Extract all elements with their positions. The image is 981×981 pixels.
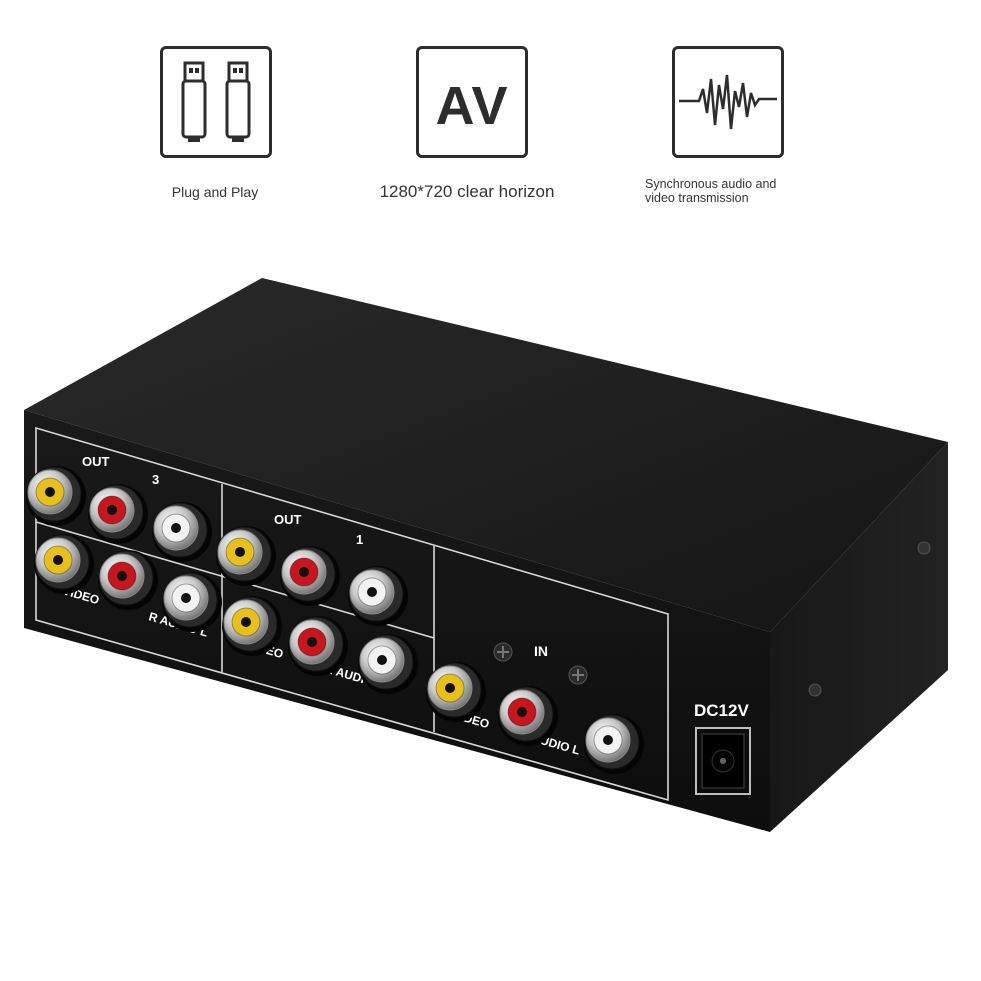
out1-audio-l-jack[interactable] bbox=[348, 566, 408, 626]
resolution-label: 1280*720 clear horizon bbox=[379, 182, 555, 201]
av-icon-box: AV bbox=[416, 46, 528, 158]
out3-video-jack[interactable] bbox=[26, 466, 86, 526]
device-front-face bbox=[24, 410, 770, 832]
sync-icon-box bbox=[672, 46, 784, 158]
waveform-icon bbox=[679, 74, 777, 130]
plug-and-play-icon-box bbox=[160, 46, 272, 158]
sync-label-line1: Synchronous audio and bbox=[645, 177, 777, 191]
device-top-face bbox=[24, 278, 948, 632]
out2-video-jack[interactable] bbox=[34, 534, 94, 594]
out3-audio-r-jack[interactable] bbox=[88, 484, 148, 544]
dc12v-label: DC12V bbox=[694, 701, 749, 720]
in-screw bbox=[493, 642, 513, 662]
in-label: IN bbox=[534, 643, 548, 659]
out2-audio-l-jack[interactable] bbox=[162, 572, 222, 632]
screw bbox=[917, 541, 931, 555]
plug-and-play-label: Plug and Play bbox=[171, 184, 259, 200]
out1-video-jack[interactable] bbox=[216, 526, 276, 586]
out1-audio-r-jack[interactable] bbox=[280, 546, 340, 606]
screw bbox=[808, 683, 822, 697]
in-video-jack[interactable] bbox=[426, 662, 486, 722]
out0-audio-l-jack[interactable] bbox=[358, 634, 418, 694]
in-audio-r-jack[interactable] bbox=[498, 686, 558, 746]
out0-audio-r-jack[interactable] bbox=[288, 616, 348, 676]
sync-label-line2: video transmission bbox=[645, 191, 749, 205]
dc-power-jack[interactable] bbox=[695, 727, 751, 795]
out2-audio-r-jack[interactable] bbox=[98, 550, 158, 610]
out3-audio-l-jack[interactable] bbox=[152, 502, 212, 562]
out1-number: 1 bbox=[356, 532, 363, 547]
device-side-face bbox=[770, 442, 948, 832]
av-icon: AV bbox=[435, 76, 509, 136]
in-screw bbox=[568, 665, 588, 685]
usb-plug-icon bbox=[181, 61, 251, 142]
sync-label: Synchronous audio and video transmission bbox=[645, 177, 845, 205]
out3-number: 3 bbox=[152, 472, 159, 487]
out0-video-jack[interactable] bbox=[222, 596, 282, 656]
out3-label: OUT bbox=[82, 454, 110, 469]
out1-label: OUT bbox=[274, 512, 302, 527]
in-audio-l-jack[interactable] bbox=[584, 714, 644, 774]
